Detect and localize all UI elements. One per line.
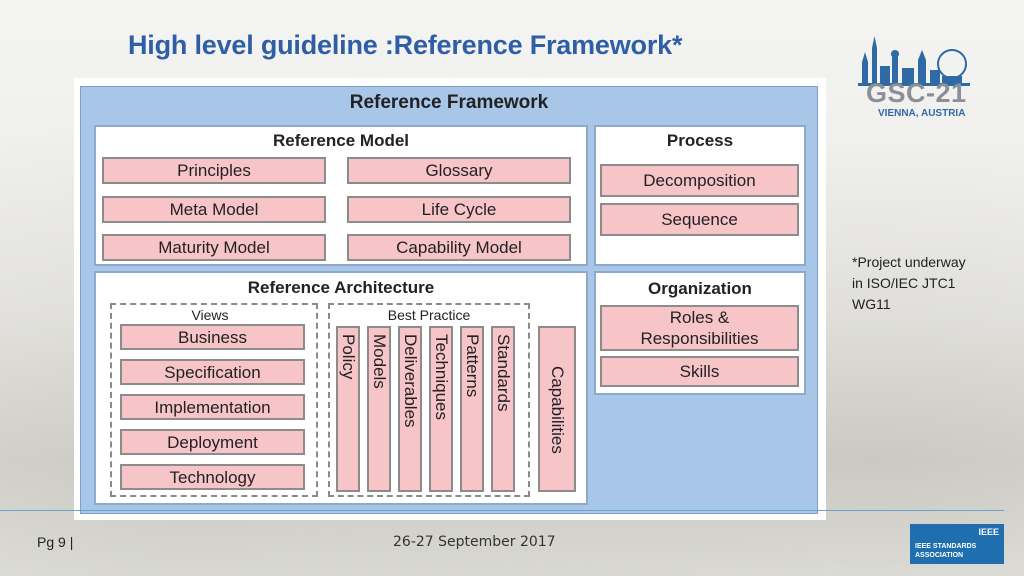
views-group xyxy=(110,303,318,497)
project-note-line-3: WG11 xyxy=(852,296,891,312)
gsc-skyline-logo-icon xyxy=(858,36,970,86)
technology-box: Technology xyxy=(120,464,305,490)
capabilities-label: Capabilities xyxy=(548,366,567,454)
project-note-line-2: in ISO/IEC JTC1 xyxy=(852,275,956,291)
specification-box: Specification xyxy=(120,359,305,385)
page-number: Pg 9 | xyxy=(37,534,74,550)
models-label: Models xyxy=(370,334,389,389)
capability-model-box: Capability Model xyxy=(347,234,571,261)
reference-model-title: Reference Model xyxy=(272,131,410,150)
glossary-box: Glossary xyxy=(347,157,571,184)
patterns-label: Patterns xyxy=(463,334,482,398)
standards-label: Standards xyxy=(494,334,513,412)
principles-box: Principles xyxy=(102,157,326,184)
deliverables-box: Deliverables xyxy=(398,326,422,492)
deployment-box: Deployment xyxy=(120,429,305,455)
reference-architecture-title: Reference Architecture xyxy=(247,278,435,297)
policy-box: Policy xyxy=(336,326,360,492)
views-label: Views xyxy=(191,307,229,323)
footer-date: 26-27 September 2017 xyxy=(393,534,556,550)
skills-box: Skills xyxy=(600,356,799,387)
slide-title: High level guideline :Reference Framewor… xyxy=(128,30,683,60)
capabilities-box: Capabilities xyxy=(538,326,576,492)
organization-title: Organization xyxy=(648,279,752,298)
policy-label: Policy xyxy=(339,334,358,380)
standards-box: Standards xyxy=(491,326,515,492)
business-box: Business xyxy=(120,324,305,350)
reference-framework-title: Reference Framework xyxy=(349,92,549,113)
project-note: *Project underway in ISO/IEC JTC1 WG11 xyxy=(852,252,1012,315)
decomposition-box: Decomposition xyxy=(600,164,799,197)
ieee-logo-line-1: IEEE STANDARDS xyxy=(915,543,977,550)
meta-model-box: Meta Model xyxy=(102,196,326,223)
best-practice-label: Best Practice xyxy=(387,307,471,323)
patterns-box: Patterns xyxy=(460,326,484,492)
ieee-logo-text: IEEE xyxy=(978,527,999,537)
footer-rule xyxy=(0,510,1004,511)
life-cycle-box: Life Cycle xyxy=(347,196,571,223)
ieee-logo-line-2: ASSOCIATION xyxy=(915,552,964,559)
gsc-logo-location: VIENNA, AUSTRIA xyxy=(878,108,966,119)
sequence-box: Sequence xyxy=(600,203,799,236)
gsc-logo-text: GSC-21 xyxy=(866,78,967,108)
project-note-line-1: *Project underway xyxy=(852,254,966,270)
roles-responsibilities-box: Roles & Responsibilities xyxy=(600,305,799,351)
best-practice-group xyxy=(328,303,530,497)
maturity-model-box: Maturity Model xyxy=(102,234,326,261)
techniques-label: Techniques xyxy=(432,334,451,421)
deliverables-label: Deliverables xyxy=(401,334,420,428)
techniques-box: Techniques xyxy=(429,326,453,492)
models-box: Models xyxy=(367,326,391,492)
process-title: Process xyxy=(666,131,734,150)
implementation-box: Implementation xyxy=(120,394,305,420)
ieee-sa-logo: IEEE IEEE STANDARDS ASSOCIATION xyxy=(910,524,1004,564)
